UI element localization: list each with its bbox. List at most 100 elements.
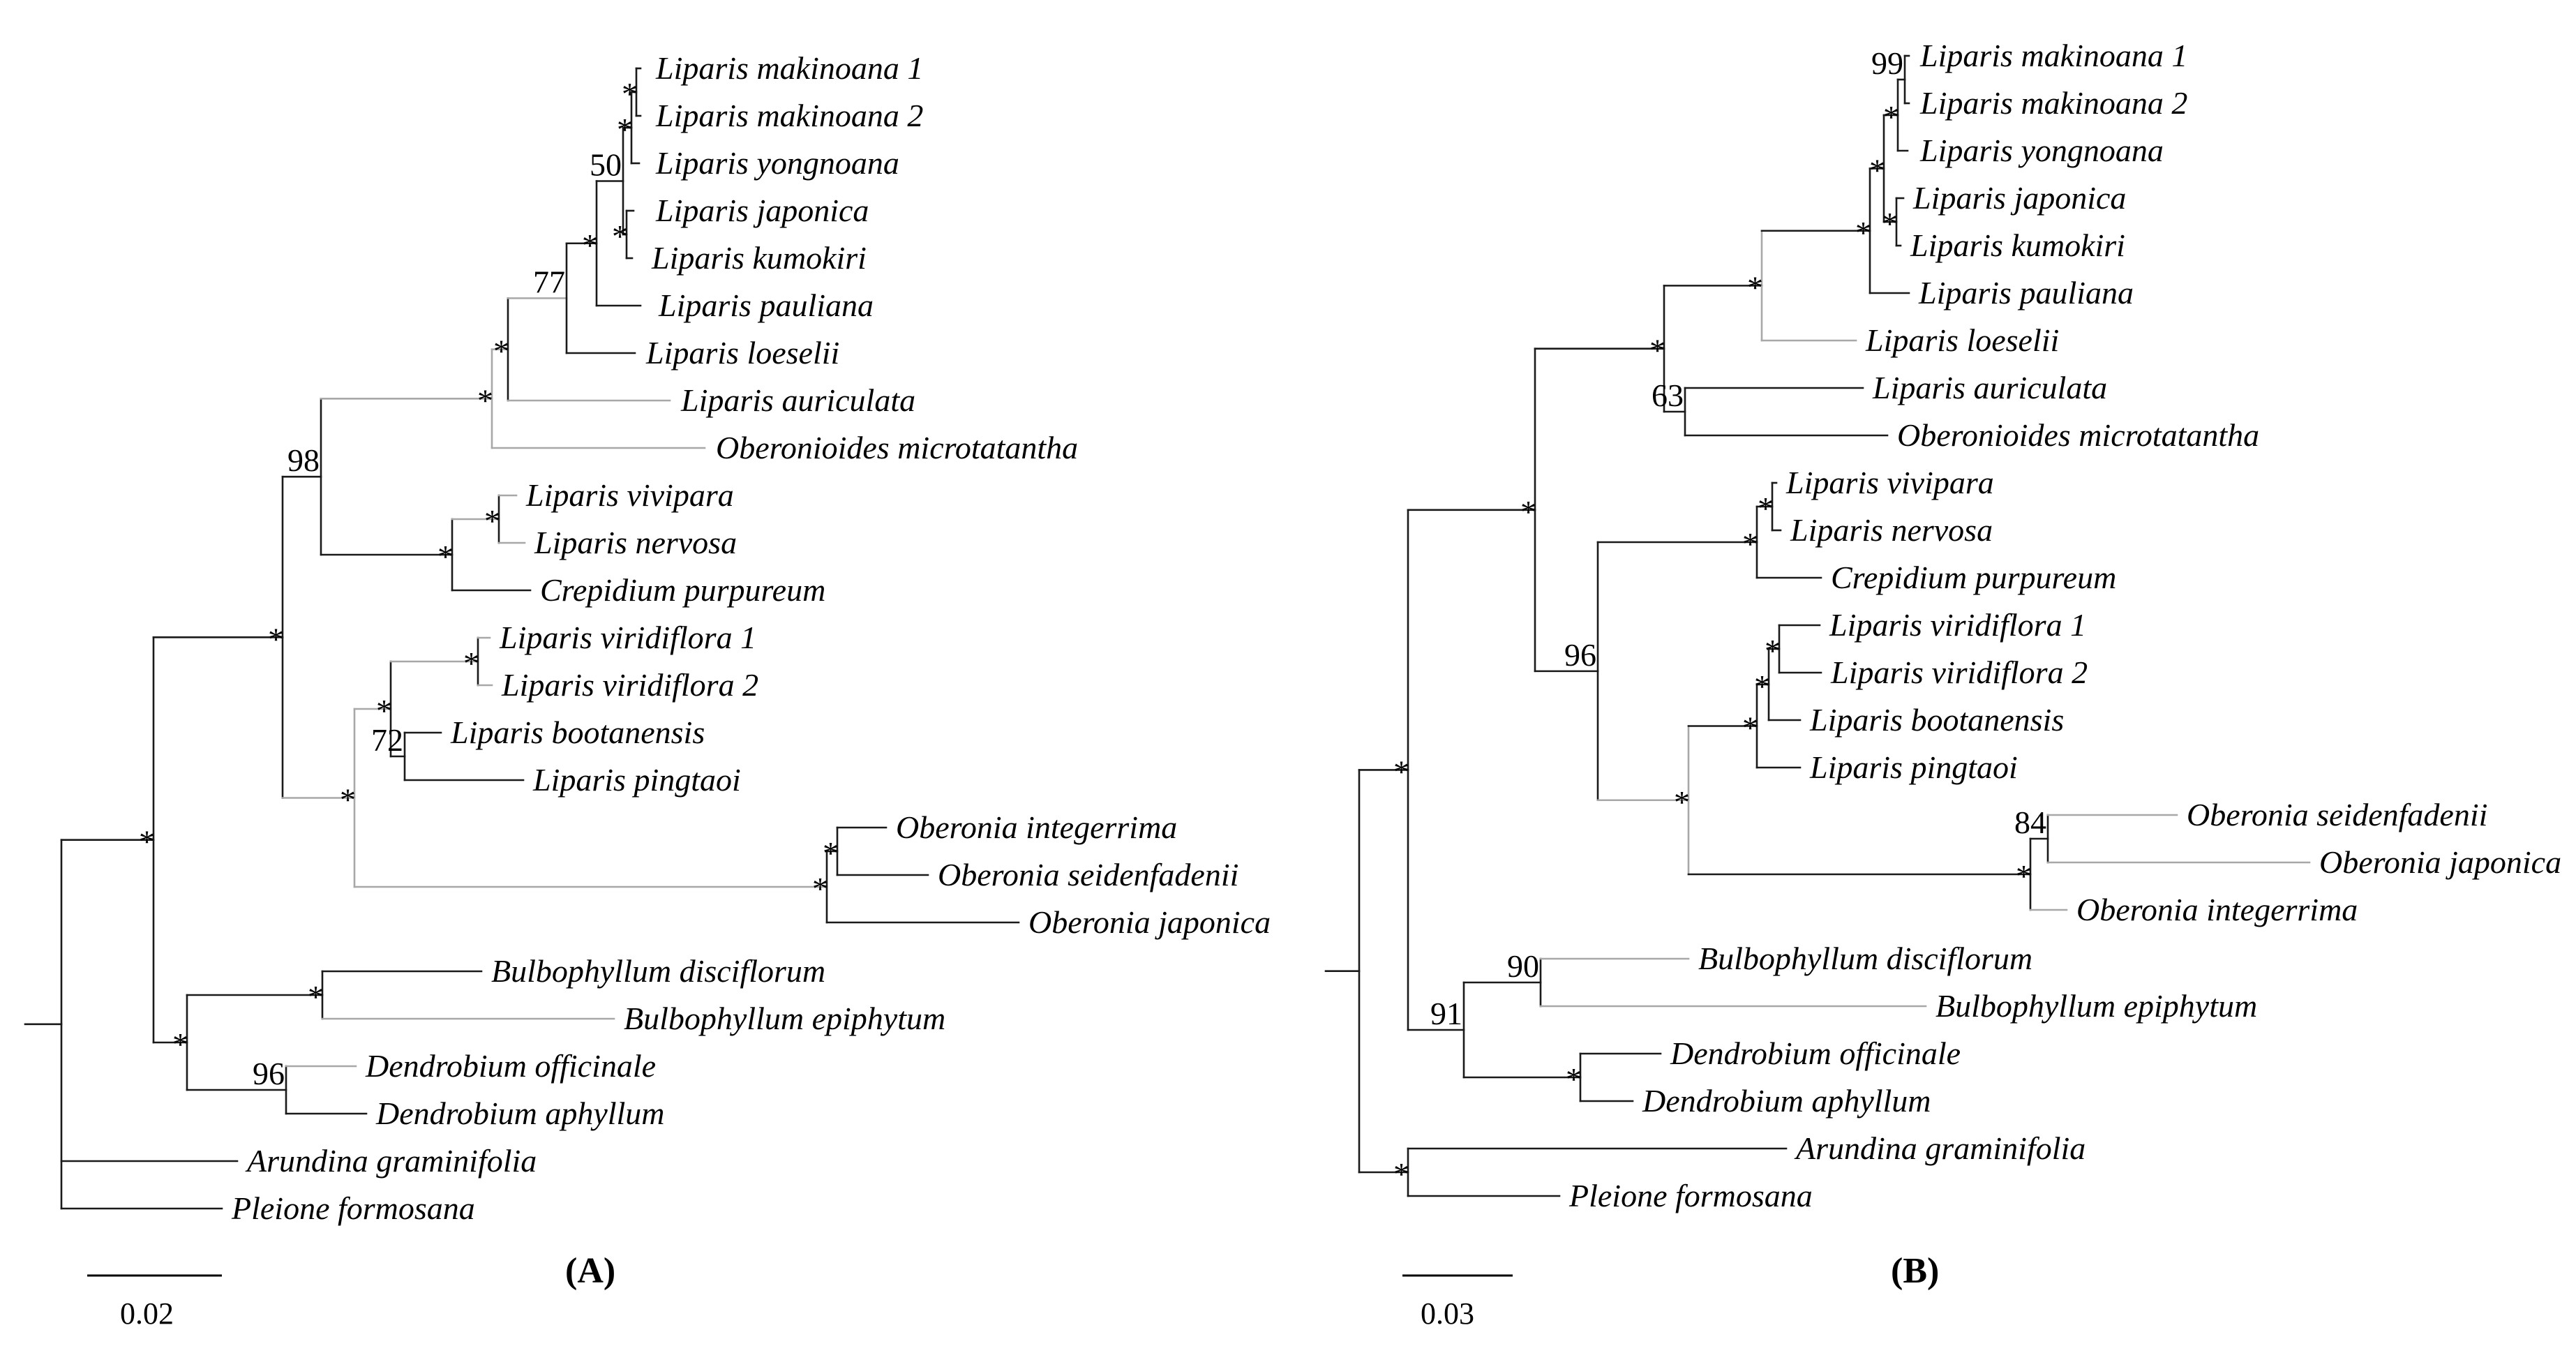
- taxon-label-liparis-pauliana: Liparis pauliana: [1918, 275, 2134, 311]
- support-value: *: [1754, 668, 1770, 704]
- tree-panel-a: Liparis makinoana 1 Liparis makinoana 2 Li…: [24, 50, 1271, 1331]
- taxon-label-pleione-formosana: Pleione formosana: [1568, 1178, 1813, 1213]
- support-value: *: [612, 218, 628, 254]
- taxon-label-liparis-auriculata: Liparis auriculata: [680, 382, 915, 418]
- taxon-label-oberonia-seidenfadenii: Oberonia seidenfadenii: [938, 857, 1238, 892]
- support-value: *: [617, 112, 633, 147]
- taxon-label-liparis-makinoana-1: Liparis makinoana 1: [1919, 38, 2187, 73]
- taxon-label-liparis-yongnoana: Liparis yongnoana: [1919, 133, 2164, 168]
- taxon-label-liparis-bootanensis: Liparis bootanensis: [450, 715, 705, 750]
- taxon-label-liparis-japonica: Liparis japonica: [1912, 180, 2126, 216]
- support-value: 96: [1564, 637, 1596, 673]
- taxon-label-dendrobium-aphyllum: Dendrobium aphyllum: [375, 1096, 665, 1131]
- support-value: *: [823, 835, 839, 871]
- taxon-label-liparis-kumokiri: Liparis kumokiri: [651, 240, 867, 276]
- taxon-label-liparis-nervosa: Liparis nervosa: [1790, 512, 1993, 548]
- taxon-label-oberonioides-microtatantha: Oberonioides microtatantha: [1897, 417, 2259, 453]
- support-values-a: **98**77*50********72****96: [139, 76, 839, 1091]
- support-value: *: [1393, 1156, 1409, 1192]
- support-value: *: [1520, 494, 1536, 530]
- taxon-label-oberonioides-microtatantha: Oberonioides microtatantha: [716, 430, 1078, 465]
- taxon-label-crepidium-purpureum: Crepidium purpureum: [1831, 560, 2116, 595]
- support-value: *: [1674, 784, 1690, 820]
- support-value: 90: [1507, 948, 1539, 984]
- support-value: *: [376, 693, 392, 728]
- taxon-label-liparis-pingtaoi: Liparis pingtaoi: [532, 762, 741, 798]
- taxon-label-dendrobium-officinale: Dendrobium officinale: [365, 1048, 656, 1084]
- support-value: *: [1649, 333, 1665, 368]
- support-value: *: [1869, 153, 1885, 188]
- branches-b: [1324, 54, 2311, 1197]
- support-value: *: [477, 382, 493, 418]
- taxon-labels-a: Liparis makinoana 1 Liparis makinoana 2 Li…: [231, 50, 1271, 1226]
- taxon-label-oberonia-integerrima: Oberonia integerrima: [2076, 892, 2358, 927]
- taxon-label-liparis-pauliana: Liparis pauliana: [658, 287, 874, 323]
- taxon-label-liparis-yongnoana: Liparis yongnoana: [655, 145, 899, 181]
- support-value: *: [172, 1026, 188, 1062]
- taxon-label-liparis-auriculata: Liparis auriculata: [1872, 370, 2107, 405]
- taxon-label-bulbophyllum-epiphytum: Bulbophyllum epiphytum: [1935, 988, 2257, 1024]
- scale-bar-label-a: 0.02: [120, 1296, 174, 1331]
- support-value: 84: [2014, 805, 2046, 840]
- taxon-label-bulbophyllum-disciflorum: Bulbophyllum disciflorum: [1698, 941, 2032, 976]
- taxon-label-oberonia-integerrima: Oberonia integerrima: [896, 809, 1177, 845]
- taxon-label-liparis-makinoana-2: Liparis makinoana 2: [1919, 85, 2187, 121]
- support-value: *: [340, 782, 356, 818]
- support-value: *: [268, 621, 284, 657]
- taxon-label-dendrobium-aphyllum: Dendrobium aphyllum: [1642, 1083, 1931, 1119]
- taxon-label-liparis-viridiflora-2: Liparis viridiflora 2: [1830, 655, 2088, 690]
- taxon-label-liparis-viridiflora-1: Liparis viridiflora 1: [1829, 607, 2086, 643]
- support-value: *: [437, 539, 454, 574]
- taxon-label-oberonia-seidenfadenii: Oberonia seidenfadenii: [2187, 797, 2487, 832]
- support-value: *: [493, 334, 509, 369]
- taxon-label-liparis-viridiflora-1: Liparis viridiflora 1: [499, 620, 756, 655]
- support-value: 77: [533, 264, 565, 299]
- support-value: 72: [371, 722, 403, 758]
- support-value: 96: [253, 1056, 285, 1091]
- panel-title-a: (A): [565, 1251, 615, 1291]
- support-value: *: [139, 824, 155, 860]
- taxon-label-oberonia-japonica: Oberonia japonica: [2319, 844, 2561, 880]
- taxon-label-liparis-vivipara: Liparis vivipara: [1785, 465, 1994, 500]
- support-value: *: [1747, 269, 1763, 305]
- taxon-label-liparis-loeselii: Liparis loeselii: [645, 335, 839, 371]
- taxon-label-oberonia-japonica: Oberonia japonica: [1028, 904, 1271, 940]
- taxon-label-liparis-japonica: Liparis japonica: [655, 193, 869, 228]
- support-value: *: [308, 979, 324, 1015]
- support-value: *: [2016, 858, 2032, 894]
- taxon-label-liparis-bootanensis: Liparis bootanensis: [1809, 702, 2064, 738]
- support-value: *: [1882, 206, 1898, 241]
- support-value: *: [484, 503, 500, 539]
- taxon-label-liparis-loeselii: Liparis loeselii: [1865, 322, 2059, 358]
- taxon-label-bulbophyllum-epiphytum: Bulbophyllum epiphytum: [624, 1001, 945, 1036]
- taxon-label-liparis-kumokiri: Liparis kumokiri: [1910, 227, 2125, 263]
- support-value: *: [812, 871, 828, 906]
- taxon-label-pleione-formosana: Pleione formosana: [231, 1190, 475, 1226]
- taxon-label-liparis-pingtaoi: Liparis pingtaoi: [1809, 749, 2018, 785]
- taxon-label-dendrobium-officinale: Dendrobium officinale: [1670, 1035, 1961, 1071]
- support-value: *: [1742, 526, 1758, 562]
- support-value: *: [1742, 710, 1758, 746]
- taxon-label-liparis-makinoana-1: Liparis makinoana 1: [655, 50, 923, 86]
- taxon-label-liparis-viridiflora-2: Liparis viridiflora 2: [501, 667, 758, 703]
- support-value: *: [582, 227, 598, 263]
- support-value: 91: [1430, 996, 1462, 1031]
- taxon-label-arundina-graminifolia: Arundina graminifolia: [1794, 1130, 2085, 1166]
- tree-panel-b: Liparis makinoana 1 Liparis makinoana 2 Li…: [1324, 38, 2561, 1331]
- support-value: 99: [1871, 45, 1903, 81]
- panel-title-b: (B): [1891, 1251, 1939, 1291]
- support-value: *: [1883, 99, 1899, 135]
- branches-a: [24, 67, 1020, 1210]
- support-value: *: [1393, 754, 1409, 789]
- support-value: 98: [287, 442, 320, 478]
- taxon-labels-b: Liparis makinoana 1 Liparis makinoana 2 Li…: [1568, 38, 2561, 1213]
- support-value: *: [1758, 491, 1774, 526]
- support-value: 63: [1652, 377, 1684, 413]
- support-value: *: [1855, 215, 1871, 250]
- taxon-label-liparis-nervosa: Liparis nervosa: [534, 525, 737, 560]
- taxon-label-liparis-makinoana-2: Liparis makinoana 2: [655, 98, 923, 133]
- taxon-label-bulbophyllum-disciflorum: Bulbophyllum disciflorum: [491, 953, 825, 989]
- support-value: *: [622, 76, 638, 112]
